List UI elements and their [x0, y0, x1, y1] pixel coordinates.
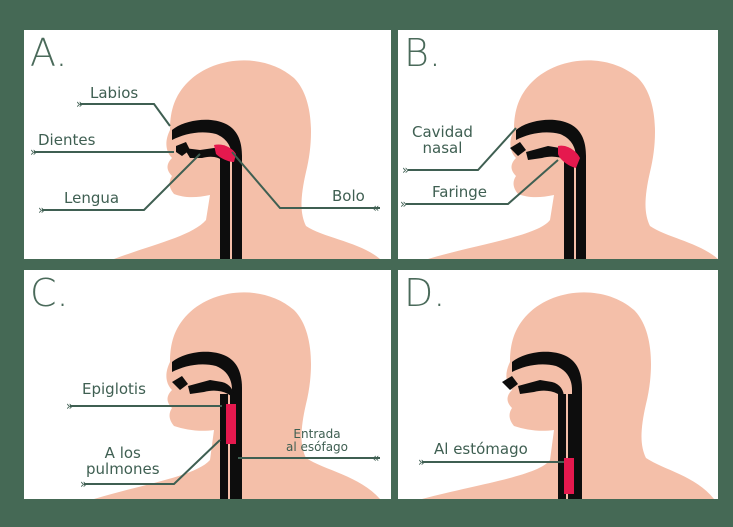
feather-pulmones: » [80, 477, 87, 491]
panel-letter: A. [30, 34, 67, 72]
panel-a: » » » « A. Labios Dientes Lengua Bolo [24, 30, 391, 259]
label-cavidad-line2: nasal [412, 141, 473, 157]
label-cavidad-nasal: Cavidad nasal [412, 125, 473, 157]
feather-cavidad: » [402, 163, 409, 177]
panel-letter: D. [404, 274, 445, 312]
anatomy-illustration: » » « [24, 270, 391, 499]
feather-lengua: » [38, 203, 45, 217]
label-pulmones-line2: pulmones [86, 462, 160, 478]
feather-dientes: » [30, 145, 37, 159]
label-lengua: Lengua [64, 191, 119, 207]
feather-estomago: » [418, 455, 425, 469]
panel-b: » » B. Cavidad nasal Faringe [398, 30, 718, 259]
label-faringe: Faringe [432, 185, 487, 201]
feather-labios: » [76, 97, 83, 111]
label-labios: Labios [90, 86, 138, 102]
label-entrada-line2: al esófago [286, 441, 348, 454]
bolus [564, 458, 574, 494]
feather-epiglotis: » [66, 399, 73, 413]
bolus [226, 404, 236, 444]
anatomy-illustration: » [398, 270, 718, 499]
label-a-los-pulmones: A los pulmones [86, 446, 160, 478]
label-al-estomago: Al estómago [434, 442, 528, 458]
feather-entrada: « [372, 451, 379, 465]
esophagus [220, 158, 230, 259]
panel-letter: C. [30, 274, 69, 312]
label-dientes: Dientes [38, 133, 95, 149]
panel-d: » D. Al estómago [398, 270, 718, 499]
esophagus [564, 158, 574, 259]
panel-letter: B. [404, 34, 441, 72]
labios-arrow [80, 104, 170, 126]
label-bolo: Bolo [332, 189, 365, 205]
label-epiglotis: Epiglotis [82, 382, 146, 398]
label-entrada-esofago: Entrada al esófago [286, 428, 348, 453]
head-silhouette [114, 60, 380, 259]
feather-bolo: « [372, 201, 379, 215]
feather-faringe: » [400, 197, 407, 211]
label-entrada-line1: Entrada [286, 428, 348, 441]
panel-c: » » « C. Epiglotis A los pulmones Entrad… [24, 270, 391, 499]
